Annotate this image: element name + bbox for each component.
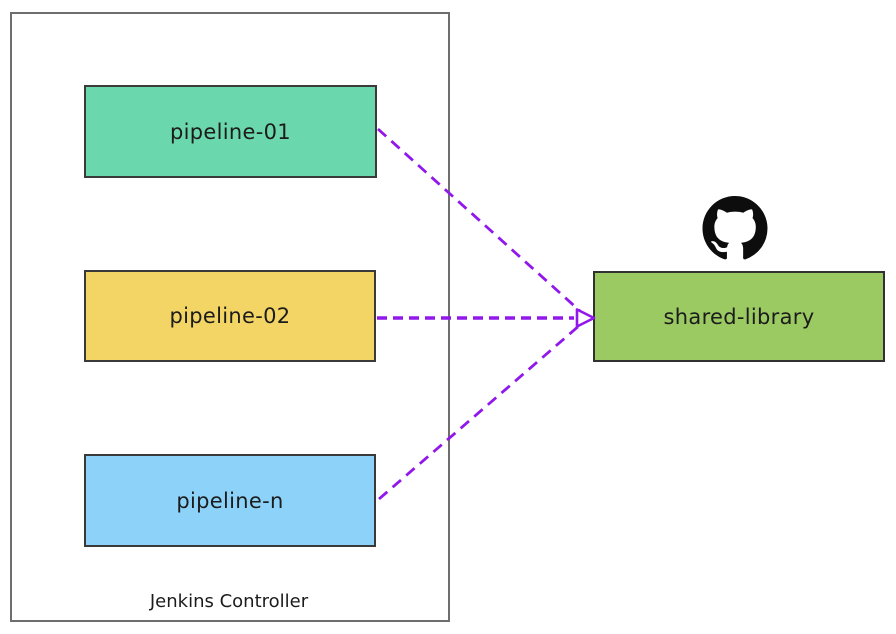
- node-pipeline-n: pipeline-n: [84, 454, 376, 547]
- node-shared-library-label: shared-library: [663, 304, 815, 329]
- node-pipeline-01: pipeline-01: [84, 85, 377, 178]
- node-shared-library: shared-library: [593, 271, 885, 362]
- node-pipeline-02-label: pipeline-02: [169, 304, 291, 328]
- node-pipeline-01-label: pipeline-01: [170, 119, 291, 144]
- github-icon: [702, 196, 768, 260]
- node-pipeline-n-label: pipeline-n: [176, 488, 284, 513]
- node-pipeline-02: pipeline-02: [84, 270, 376, 362]
- jenkins-controller-label: Jenkins Controller: [149, 591, 309, 612]
- connector-arrowhead: [575, 308, 596, 328]
